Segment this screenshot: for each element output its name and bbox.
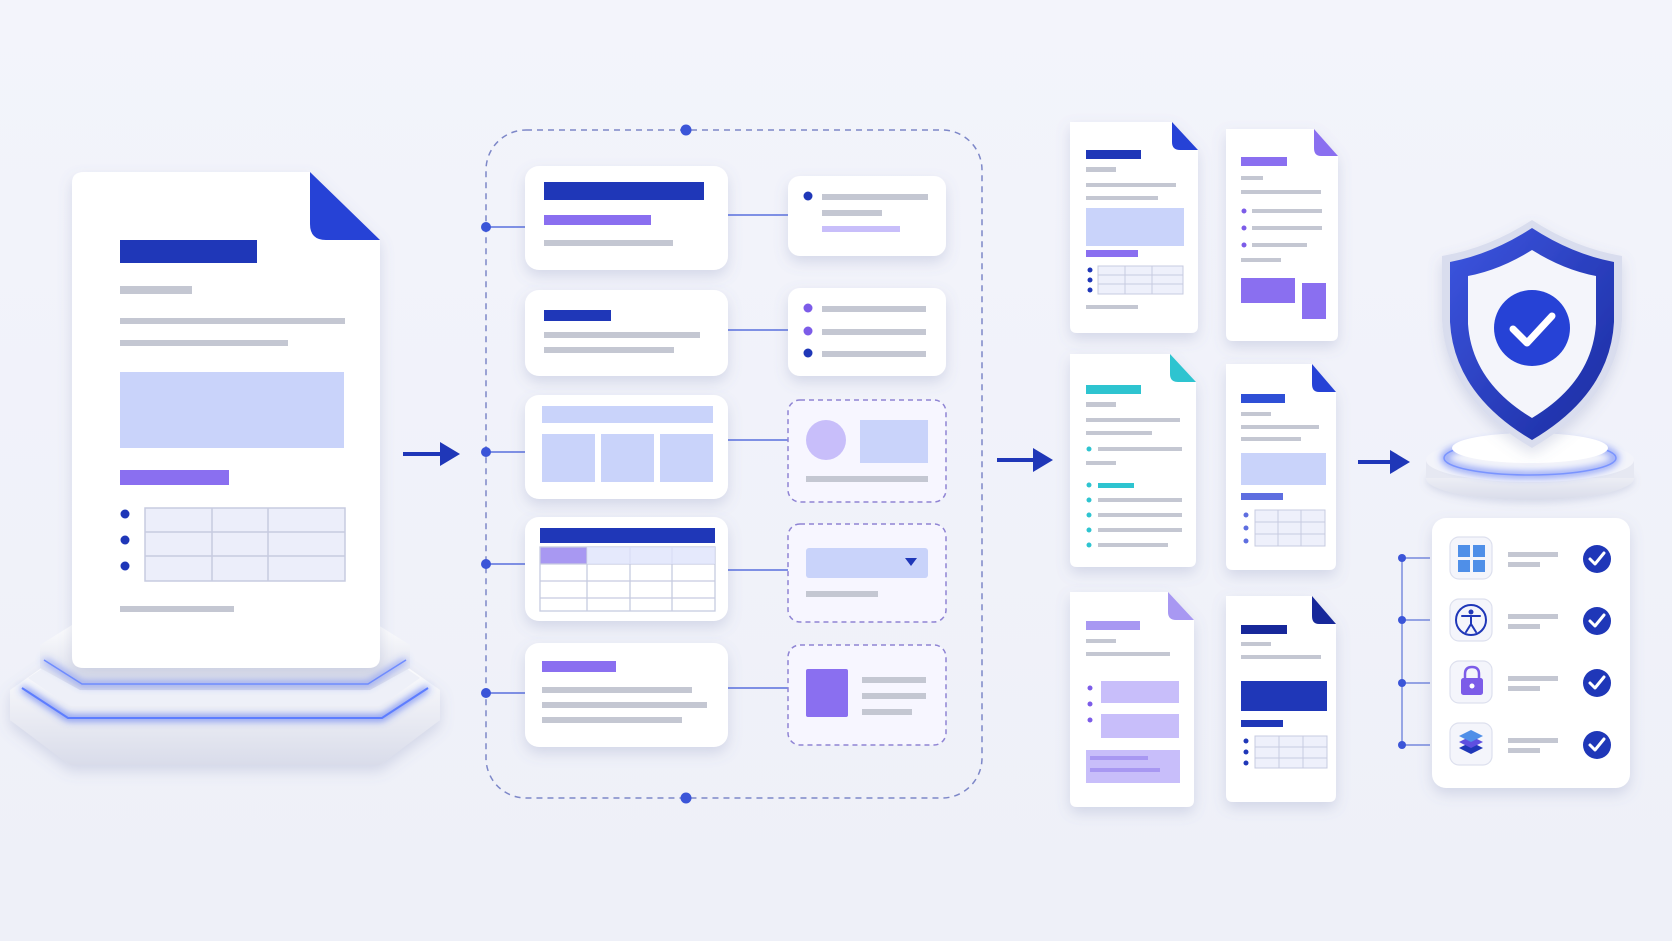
- source-document: [72, 172, 380, 668]
- generated-doc-2: [1226, 129, 1338, 341]
- check-icon: [1583, 607, 1611, 635]
- doc-title-bar: [120, 240, 257, 263]
- component-row-2: [525, 288, 946, 376]
- flow-arrow-2: [997, 448, 1053, 472]
- doc-table: [144, 507, 346, 582]
- check-icon: [1494, 290, 1570, 366]
- flow-arrow-3: [1358, 450, 1410, 474]
- generated-doc-6: [1226, 596, 1336, 802]
- chevron-down-icon: [905, 558, 917, 566]
- check-icon: [1583, 669, 1611, 697]
- dashed-container: [485, 129, 983, 799]
- dropdown-block: [806, 548, 928, 578]
- folded-corner: [310, 172, 380, 240]
- check-icon: [1583, 731, 1611, 759]
- checklist-card: [1398, 518, 1630, 788]
- doc-subheading-bar: [120, 470, 229, 485]
- check-item-accessibility: [1449, 598, 1611, 642]
- accessibility-icon: [1455, 604, 1487, 636]
- generated-documents-stage: [1070, 122, 1338, 807]
- check-item-security: [1449, 660, 1611, 704]
- grid-layout-icon: [1458, 545, 1485, 572]
- layers-icon: [1459, 730, 1483, 754]
- generated-doc-1: [1070, 122, 1198, 333]
- component-row-4: [525, 517, 947, 623]
- check-item-layers: [1449, 722, 1611, 766]
- generated-doc-3: [1070, 354, 1196, 567]
- check-item-layout: [1449, 536, 1611, 580]
- component-row-1: [525, 166, 946, 270]
- lock-icon: [1461, 665, 1483, 695]
- generated-doc-5: [1070, 592, 1194, 807]
- component-row-3: [525, 395, 947, 503]
- verification-stage: [1398, 220, 1634, 788]
- generated-doc-4: [1226, 364, 1336, 570]
- source-document-stage: [10, 172, 440, 765]
- flow-arrow-1: [403, 442, 460, 466]
- shield-pedestal: [1426, 433, 1634, 500]
- shield-icon: [1442, 220, 1622, 448]
- component-row-5: [525, 643, 947, 747]
- check-icon: [1583, 545, 1611, 573]
- doc-image-block: [120, 372, 344, 448]
- component-breakdown-stage: [481, 124, 983, 804]
